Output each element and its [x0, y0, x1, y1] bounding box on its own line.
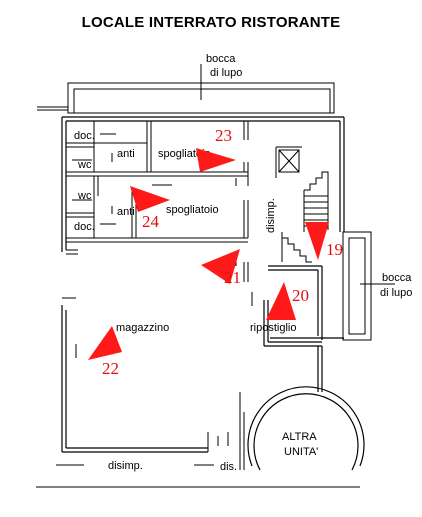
label-spogliatoio-2: spogliatoio	[166, 204, 219, 216]
marker-20-arrow	[266, 282, 296, 320]
marker-22-arrow	[88, 326, 122, 360]
label-dilupo-top: di lupo	[210, 67, 242, 79]
light-well-top-inner	[73, 88, 331, 114]
marker-23-arrow	[196, 148, 236, 172]
light-well-right	[342, 231, 372, 341]
marker-20-number: 20	[292, 286, 309, 305]
label-bocca-top: bocca	[206, 53, 236, 65]
marker-19-number: 19	[326, 240, 343, 259]
light-well-right-inner	[348, 237, 366, 335]
label-wc-1: wc	[77, 159, 92, 171]
marker-21-number: 21	[224, 268, 241, 287]
photo-markers: 23 24 19 21 20 22	[88, 126, 343, 378]
marker-24-number: 24	[142, 212, 160, 231]
marker-22-number: 22	[102, 359, 119, 378]
label-altra: ALTRA	[282, 431, 317, 443]
label-wc-2: wc	[77, 190, 92, 202]
marker-19-arrow	[305, 222, 329, 260]
shaft-cross	[278, 149, 300, 173]
label-dis: dis.	[220, 461, 237, 473]
label-unita: UNITA'	[284, 446, 318, 458]
label-ripostiglio: ripostiglio	[250, 322, 296, 334]
label-doc-1: doc.	[74, 130, 95, 142]
label-disimp-vertical: disimp.	[265, 198, 277, 233]
label-bocca-right: bocca	[382, 272, 412, 284]
marker-21-arrow	[201, 249, 240, 284]
label-anti-1: anti	[117, 148, 135, 160]
shaft	[278, 149, 300, 173]
round-unit-wall	[253, 393, 359, 471]
label-anti-2: anti	[117, 206, 135, 218]
label-doc-2: doc.	[74, 221, 95, 233]
label-disimp-bottom: disimp.	[108, 460, 143, 472]
label-magazzino: magazzino	[116, 322, 169, 334]
round-unit-wall	[247, 386, 365, 467]
marker-23-number: 23	[215, 126, 232, 145]
label-dilupo-right: di lupo	[380, 287, 412, 299]
marker-24-arrow	[130, 186, 170, 212]
plan-title: LOCALE INTERRATO RISTORANTE	[81, 14, 341, 31]
